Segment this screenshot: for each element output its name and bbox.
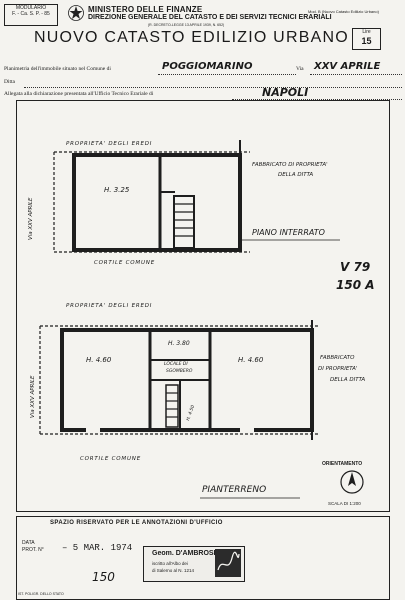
lower-floor-label: PIANTERRENO <box>202 485 267 495</box>
lire-value: 15 <box>361 36 372 46</box>
mod-note: Mod. B (Nuovo Catasto Edilizio Urbano) <box>308 9 379 14</box>
lire-label: Lire <box>362 29 371 35</box>
upper-room-height: H. 3.25 <box>104 186 130 194</box>
upper-right-label-2: DELLA DITTA <box>278 172 314 178</box>
model-box-line-1: MODULARIO <box>15 5 47 11</box>
upper-floor-label: PIANO INTERRATO <box>252 228 325 237</box>
plan-frame <box>16 100 390 512</box>
code-value: 150 <box>92 570 115 584</box>
print-note: IST. POLIGR. DELLO STATO <box>18 592 64 596</box>
small-room-label-2: SGOMBERO <box>166 369 193 374</box>
model-box-line-2: F. - Ca. S. P. - 85 <box>12 11 50 17</box>
orientamento-label: ORIENTAMENTO <box>322 461 363 467</box>
upper-courtyard-label: CORTILE COMUNE <box>94 260 155 266</box>
upper-neighbor-label: PROPRIETA' DEGLI EREDI <box>66 141 153 147</box>
comune-underline <box>158 74 296 75</box>
lower-small-room-height: H. 3.80 <box>168 340 190 347</box>
comune-value: POGGIOMARINO <box>162 61 253 72</box>
data-label: DATA <box>22 540 35 546</box>
stamp-name: Geom. D'AMBROSI <box>152 550 216 557</box>
page-title: NUOVO CATASTO EDILIZIO URBANO <box>34 29 349 46</box>
ufficio-underline <box>232 99 402 100</box>
direzione-name: DIREZIONE GENERALE DEL CATASTO E DEI SER… <box>88 14 332 21</box>
stamp-line-3: di Salerno al N. 1214 <box>152 568 195 573</box>
lower-right-label-3: DELLA DITTA <box>330 377 366 383</box>
signature-seal-icon <box>215 549 241 577</box>
upper-right-label-1: FABBRICATO DI PROPRIETA' <box>252 162 328 168</box>
via-label: Via <box>296 66 304 72</box>
lower-courtyard-label: CORTILE COMUNE <box>80 456 141 462</box>
date-value: – 5 MAR. 1974 <box>62 543 133 553</box>
decreto-note: (R. DECRETO-LEGGE 13 APRILE 1939, N. 652… <box>148 23 225 27</box>
lower-right-label-1: FABBRICATO <box>320 355 355 361</box>
ditta-label: Ditta <box>4 79 15 85</box>
lower-right-room-height: H. 4.60 <box>238 356 264 364</box>
ref-code-2: 150 A <box>336 278 375 292</box>
ref-code-1: V 79 <box>340 260 371 274</box>
annotations-title: SPAZIO RISERVATO PER LE ANNOTAZIONI D'UF… <box>50 520 223 526</box>
star-emblem-icon <box>68 5 84 21</box>
planimetria-label: Planimetria dell'immobile situato nel Co… <box>4 66 111 72</box>
prot-label: PROT. N° <box>22 547 44 553</box>
lower-right-label-2: DI PROPRIETA' <box>318 366 358 372</box>
scala-label: SCALA DI 1:200 <box>328 501 361 506</box>
lire-box: Lire 15 <box>352 28 381 50</box>
model-box: MODULARIO F. - Ca. S. P. - 85 <box>4 4 58 26</box>
lower-street-label: Via XXV APRILE <box>30 375 36 418</box>
ufficio-value: NAPOLI <box>262 86 309 99</box>
small-room-label-1: LOCALE DI <box>164 362 188 367</box>
lower-neighbor-label: PROPRIETA' DEGLI EREDI <box>66 303 153 309</box>
via-value: XXV APRILE <box>314 61 381 72</box>
compass-icon <box>340 470 364 494</box>
ministry-name: MINISTERO DELLE FINANZE <box>88 5 203 14</box>
allegata-label: Allegata alla dichiarazione presentata a… <box>4 91 154 97</box>
upper-street-label: Via XXV APRILE <box>28 197 34 240</box>
lower-left-room-height: H. 4.60 <box>86 356 112 364</box>
ditta-underline <box>24 87 402 88</box>
stamp-line-2: iscritto all'Albo dei <box>152 561 188 566</box>
via-underline <box>310 74 402 75</box>
